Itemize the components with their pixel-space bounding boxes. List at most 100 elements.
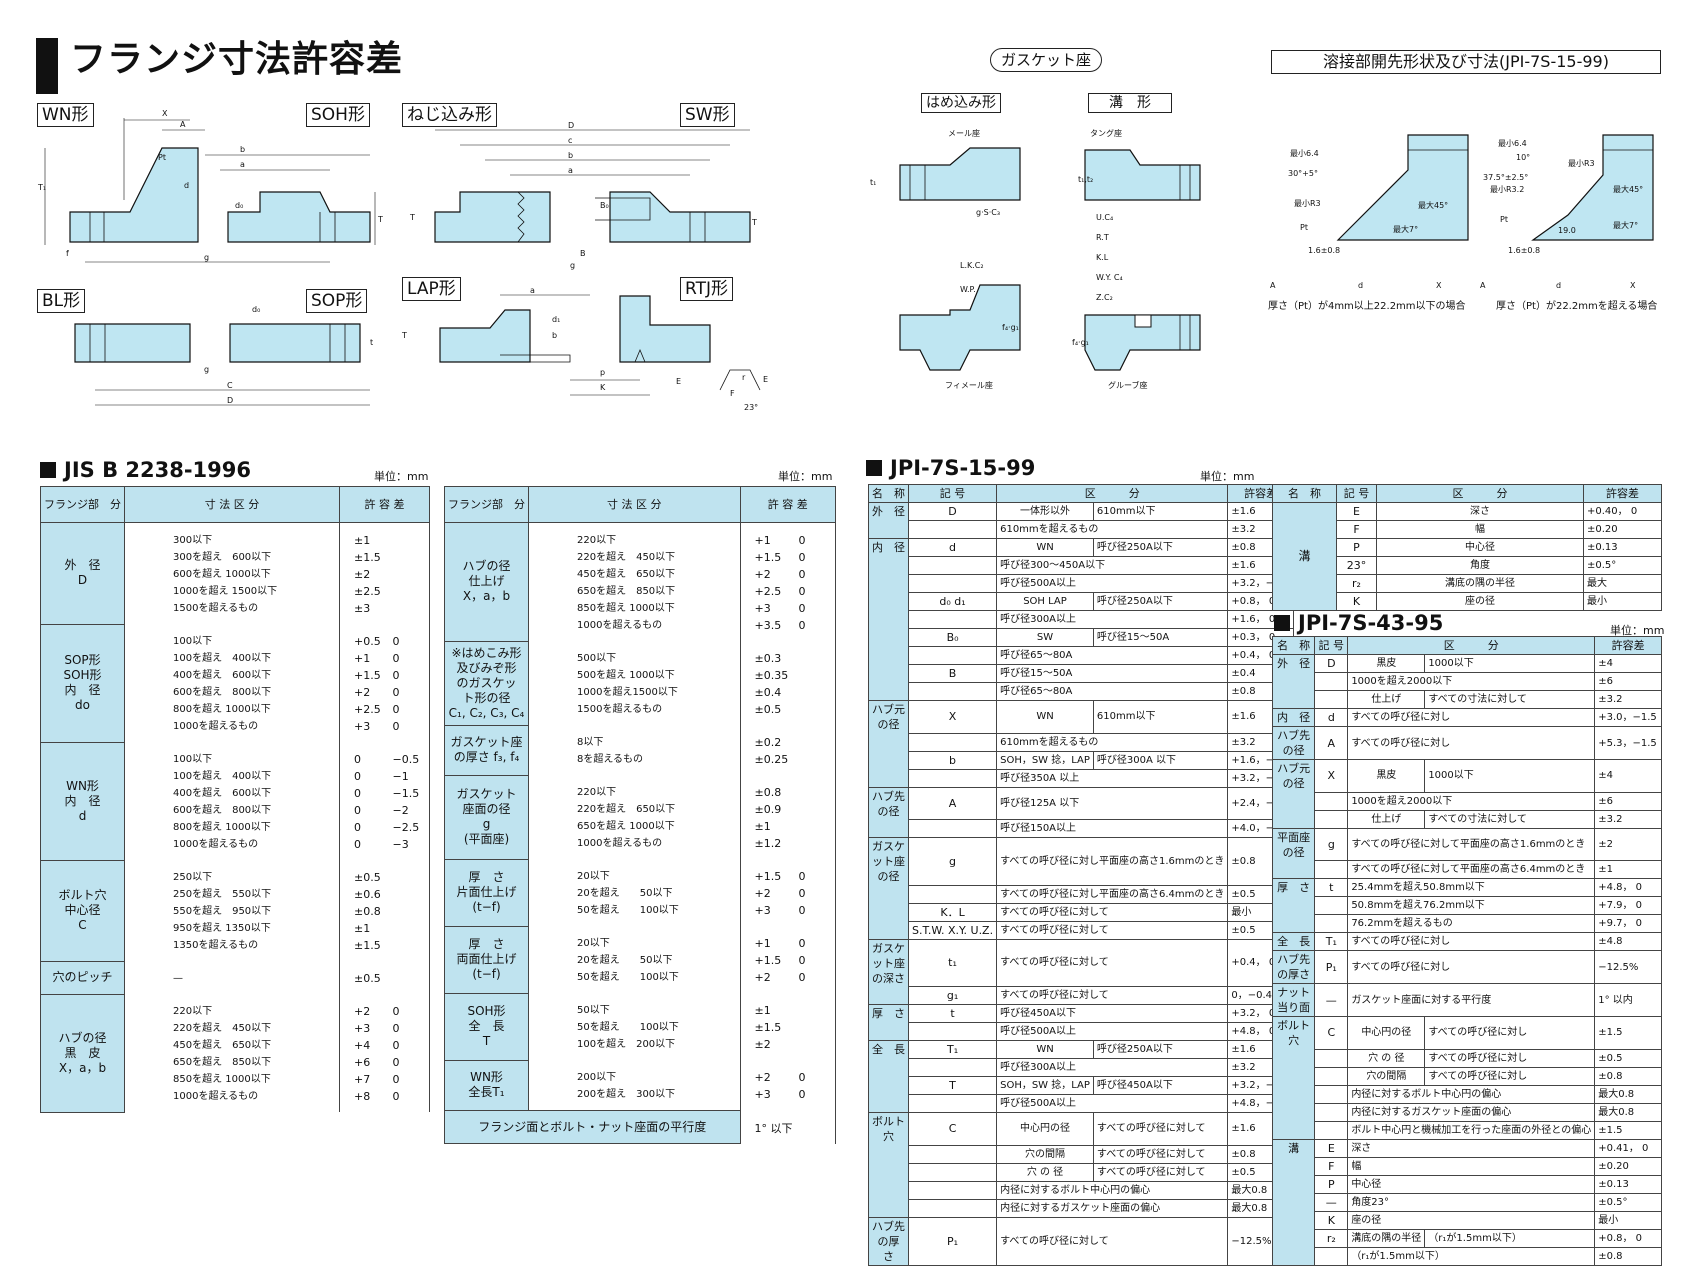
table-row: 1500を超えるもの±3 xyxy=(41,600,430,624)
tol-cell-2: 0 xyxy=(389,1088,430,1112)
desc-cell: 呼び径65〜80A xyxy=(996,646,1229,665)
gasket-groove-label: 溝 形 xyxy=(1088,93,1172,113)
symbol-cell: — xyxy=(1314,983,1349,1017)
symbol-cell: D xyxy=(1314,654,1349,673)
header-row: 名 称記 号区 分許容差 xyxy=(1271,636,1662,655)
tol-cell: ±4.8 xyxy=(1594,932,1662,951)
category-cell: ハブ元の径 xyxy=(1271,759,1316,792)
lap-flange-drawing: a d₁ b T xyxy=(401,286,590,363)
range-cell: 220を超え 450以下 xyxy=(528,549,741,566)
category-cell xyxy=(868,520,909,539)
tol-cell-2 xyxy=(795,775,836,801)
table-row: （r₁が1.5mm以下）±0.8 xyxy=(1271,1246,1662,1266)
tol-cell: ±3 xyxy=(339,600,390,624)
header-row: 名 称記 号区 分許容差 xyxy=(868,484,1294,503)
category-cell: 穴のピッチ xyxy=(40,960,125,995)
tol-cell: +2 xyxy=(339,994,390,1020)
gasket-title: ガスケット座 xyxy=(990,48,1103,72)
tol-cell: ±1.5 xyxy=(339,937,390,961)
category-cell: ※はめこみ形 及びみぞ形 のガスケッ ト形の径 C₁, C₂, C₃, C₄ xyxy=(444,640,529,726)
tol-cell: +3.5 xyxy=(739,617,796,641)
label-t1: t₁ xyxy=(870,178,876,187)
desc-cell: 呼び径450A以下 xyxy=(1092,1076,1229,1095)
male-seat-shape xyxy=(899,147,1021,201)
table-row: 550を超え 950以下±0.8 xyxy=(41,903,430,920)
table-row: 穴 の 径すべての呼び径に対し±0.5 xyxy=(1271,1048,1662,1068)
dim-f-rtj: F xyxy=(730,389,735,398)
table-row: 1000を超え1500以下±0.4 xyxy=(445,684,836,701)
sub-cell: 仕上げ xyxy=(1347,690,1426,709)
desc-cell: 呼び径300A 以下 xyxy=(1092,750,1229,770)
page-title: フランジ寸法許容差 xyxy=(70,39,404,80)
gasket-diagrams: メール座 タング座 t₁ g·S·C₃ t₁,t₂ U.C₄ R.T K.L W… xyxy=(870,128,1201,390)
bl-flange-drawing: C D g xyxy=(74,323,370,406)
tol-cell: ±0.6 xyxy=(339,886,390,903)
desc-cell: ガスケット座面に対する平行度 xyxy=(1347,983,1596,1017)
desc-cell: すべての呼び径に対して xyxy=(996,920,1229,940)
label-wn: WN形 xyxy=(37,103,94,127)
category-cell: SOH形 全 長 T xyxy=(444,992,529,1061)
header-cell: 名 称 xyxy=(868,484,909,503)
tol-cell: 1° 以下 xyxy=(739,1110,796,1144)
tol-cell-2: −1 xyxy=(389,768,430,785)
range-cell: 300を超え 600以下 xyxy=(124,549,340,566)
category-cell xyxy=(868,1058,909,1077)
weld-pt: Pt xyxy=(1300,223,1308,232)
sub-cell: WN xyxy=(996,700,1094,734)
symbol-cell: X xyxy=(1314,759,1349,793)
tol-cell: ±0.20 xyxy=(1594,1156,1662,1176)
range-cell: 600を超え 800以下 xyxy=(124,802,340,819)
symbol-cell xyxy=(1314,809,1349,829)
desc-cell: 76.2mmを超えるもの xyxy=(1347,914,1596,933)
range-cell: 50を超え 100以下 xyxy=(528,1019,741,1036)
symbol-cell xyxy=(1314,1066,1349,1086)
jpi15-title: JPI-7S-15-99 xyxy=(866,456,1035,480)
sub-cell: 一体形以外 xyxy=(996,502,1094,521)
symbol-cell xyxy=(907,1162,998,1182)
tol-cell: +4 xyxy=(339,1037,390,1054)
sub-cell: 中心円の径 xyxy=(996,1112,1094,1146)
range-cell: 20を超え 50以下 xyxy=(528,885,741,902)
category-cell xyxy=(1271,860,1316,879)
header-cell: 記 号 xyxy=(1314,636,1349,655)
tol-cell-2: 0 xyxy=(795,902,836,926)
range-cell: 220以下 xyxy=(528,522,741,549)
desc-cell: すべての呼び径に対して平面座の高さ1.6mmのとき xyxy=(1347,827,1596,861)
sub-cell: 中心円の径 xyxy=(1347,1016,1426,1050)
desc-cell: 呼び径250A以下 xyxy=(1092,538,1229,557)
desc-cell: 幅 xyxy=(1376,520,1584,539)
category-cell xyxy=(868,664,909,683)
desc-cell: 角度 xyxy=(1376,556,1584,575)
range-cell: 1000を超えるもの xyxy=(124,1088,340,1112)
range-cell: 220を超え 450以下 xyxy=(124,1020,340,1037)
range-cell: 20を超え 50以下 xyxy=(528,952,741,969)
desc-cell: 呼び径500A以上 xyxy=(996,1094,1229,1113)
sub-cell: SW xyxy=(996,628,1094,647)
symbol-cell xyxy=(907,732,998,752)
dim-b-lap: b xyxy=(552,331,557,340)
category-cell: 内 径 xyxy=(1271,708,1316,727)
header-row: フランジ部 分寸 法 区 分許 容 差 xyxy=(40,486,430,523)
desc-cell: すべての呼び径に対して xyxy=(1092,1162,1229,1182)
tol-cell: ±1 xyxy=(339,920,390,937)
symbol-cell: S.T.W. X.Y. U.Z. xyxy=(907,920,998,940)
category-cell: 内 径 xyxy=(868,538,909,557)
desc-cell: 呼び径500A以上 xyxy=(996,574,1229,593)
dim-g-bl: g xyxy=(204,365,209,374)
header-row: フランジ部 分寸 法 区 分許 容 差 xyxy=(444,486,836,523)
desc-cell: すべての呼び径に対し xyxy=(1347,950,1596,984)
